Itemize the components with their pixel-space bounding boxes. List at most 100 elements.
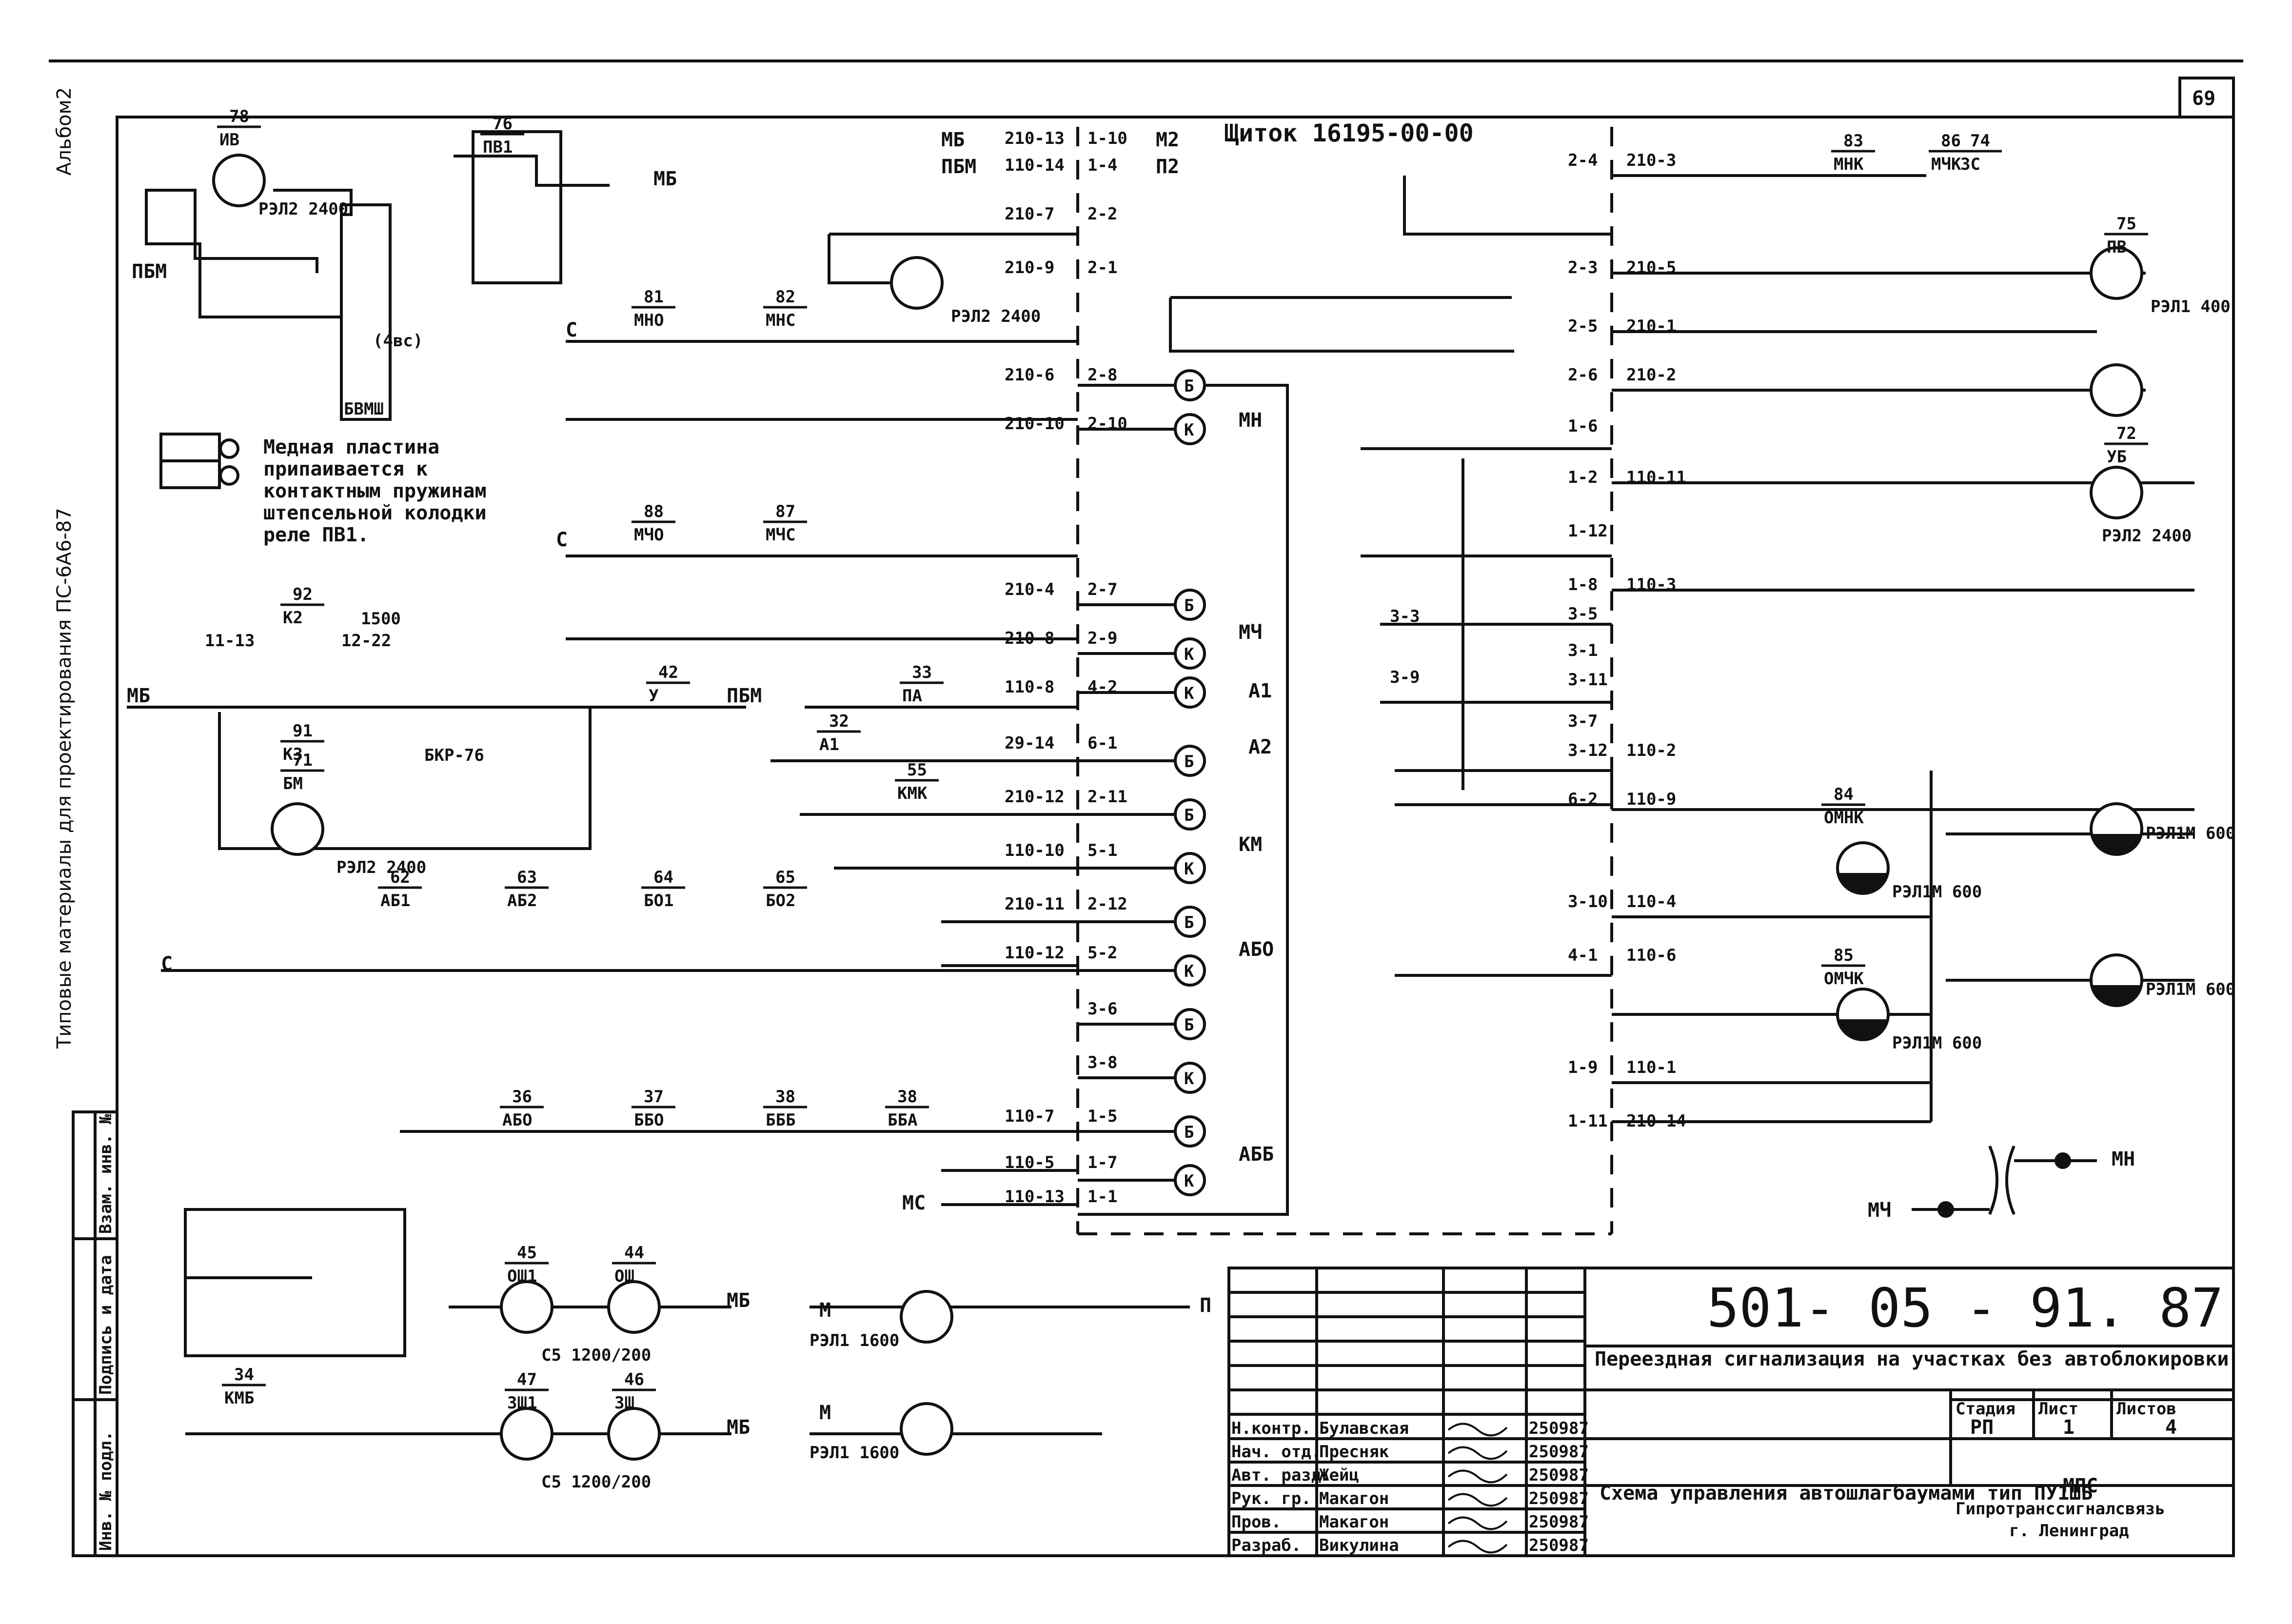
relay-number: 75 — [2116, 214, 2136, 234]
terminal-label: 3-10 — [1568, 892, 1608, 911]
staff-name: Булавская — [1319, 1419, 1409, 1438]
lamp-letter: Б — [1184, 1123, 1194, 1142]
terminal-label: 3-1 — [1568, 641, 1598, 660]
relay-number: 47 — [517, 1370, 537, 1389]
bus-c-3: С — [161, 953, 173, 975]
legend-mn: МН — [2112, 1148, 2135, 1170]
relay-number: 82 — [775, 287, 795, 307]
relay-coil-45 — [500, 1280, 553, 1334]
bus-pbm-left: ПБМ — [132, 260, 167, 283]
relay-coil-46 — [607, 1407, 661, 1461]
relay-coil-76 — [2090, 363, 2143, 417]
type-r78: РЭЛ2 2400 — [258, 199, 348, 219]
relay-name: МНС — [766, 311, 795, 330]
indicator-lamp — [1174, 413, 1206, 445]
terminal-label: 12-22 — [341, 631, 391, 651]
relay-coil-75 — [2090, 246, 2143, 300]
relay-name: АБО — [502, 1110, 532, 1130]
lamp-letter: Б — [1184, 806, 1194, 825]
indicator-lamp — [1174, 798, 1206, 831]
signature-icon — [1447, 1516, 1508, 1530]
terminal-label: 110-13 — [1005, 1187, 1065, 1207]
terminal-label: 110-8 — [1005, 677, 1054, 697]
org-line-3: г. Ленинград — [2009, 1521, 2129, 1541]
relay-name: МЧО — [634, 525, 664, 545]
relay-name: МЧС — [766, 525, 795, 545]
org-line-1: МПС — [2063, 1475, 2098, 1497]
terminal-label: 210-7 — [1005, 204, 1054, 224]
relay-number: 42 — [658, 663, 678, 682]
staff-date: 250987 — [1529, 1419, 1589, 1438]
relay-coil-74 — [890, 256, 944, 310]
relay-number: 85 — [1834, 946, 1854, 965]
ind-km: КМ — [1239, 833, 1262, 856]
relay-coil-87 — [900, 1402, 953, 1456]
terminal-label: 4-1 — [1568, 946, 1598, 965]
bus-pbm-mid: ПБМ — [727, 685, 762, 707]
staff-role: Н.контр. — [1231, 1419, 1311, 1438]
terminal-label: 6-1 — [1087, 733, 1117, 753]
indicator-lamp — [1174, 852, 1206, 884]
bus-mb-left: МБ — [653, 168, 677, 190]
terminal-label: 110-12 — [1005, 943, 1065, 963]
lamp-letter: Б — [1184, 1015, 1194, 1035]
terminal-label: 3-3 — [1390, 607, 1420, 626]
relay-name: ББО — [634, 1110, 664, 1130]
ind-a1: А1 — [1248, 680, 1272, 702]
ind-abb: АББ — [1239, 1143, 1274, 1166]
bus-c-1: С — [566, 319, 577, 341]
terminal-label: 5-2 — [1087, 943, 1117, 963]
terminal-label: 2-6 — [1568, 365, 1598, 385]
relay-name: ПВ — [2107, 238, 2127, 257]
lamp-letter: Б — [1184, 752, 1194, 772]
staff-date: 250987 — [1529, 1442, 1589, 1462]
indicator-lamp — [1174, 589, 1206, 621]
relay-name: УБ — [2107, 447, 2127, 467]
bus-p-1: П — [1200, 1294, 1211, 1317]
lamp-letter: Б — [1184, 913, 1194, 932]
terminal-label: 210-12 — [1005, 787, 1065, 807]
terminal-label: 1-12 — [1568, 521, 1608, 541]
panel-title: Щиток 16195-00-00 — [1224, 119, 1474, 147]
ind-abo: АБО — [1239, 938, 1274, 961]
sheet-header: Лист — [2038, 1399, 2078, 1419]
indicator-lamp — [1174, 954, 1206, 987]
terminal-label: 1-10 — [1087, 129, 1127, 148]
terminal-label: 1-9 — [1568, 1058, 1598, 1077]
terminal-label: 110-5 — [1005, 1153, 1054, 1172]
terminal-label: 110-14 — [1005, 156, 1065, 175]
terminal-label: 210-11 — [1005, 894, 1065, 914]
relay-number: 91 — [293, 721, 313, 741]
bus-m-1: М — [819, 1299, 831, 1322]
relay-name: АБ1 — [380, 891, 410, 911]
sheet-value: 1 — [2063, 1416, 2075, 1439]
staff-name: Жейц — [1319, 1466, 1359, 1485]
lamp-letter: Б — [1184, 376, 1194, 396]
indicator-lamp — [1174, 1008, 1206, 1040]
relay-coil-44 — [607, 1280, 661, 1334]
terminal-label: 1-4 — [1087, 156, 1117, 175]
indicator-lamp — [1174, 1062, 1206, 1094]
indicator-lamp — [1174, 1164, 1206, 1196]
terminal-label: 110-1 — [1626, 1058, 1676, 1077]
staff-date: 250987 — [1529, 1512, 1589, 1532]
relay-number: 32 — [829, 712, 849, 731]
relay-number: 63 — [517, 868, 537, 887]
relay-name: ОШ — [614, 1267, 634, 1286]
bus-p2-top: П2 — [1156, 156, 1179, 178]
sheets-header: Листов — [2116, 1399, 2176, 1419]
terminal-label: 29-14 — [1005, 733, 1054, 753]
terminal-label: 6-2 — [1568, 790, 1598, 809]
